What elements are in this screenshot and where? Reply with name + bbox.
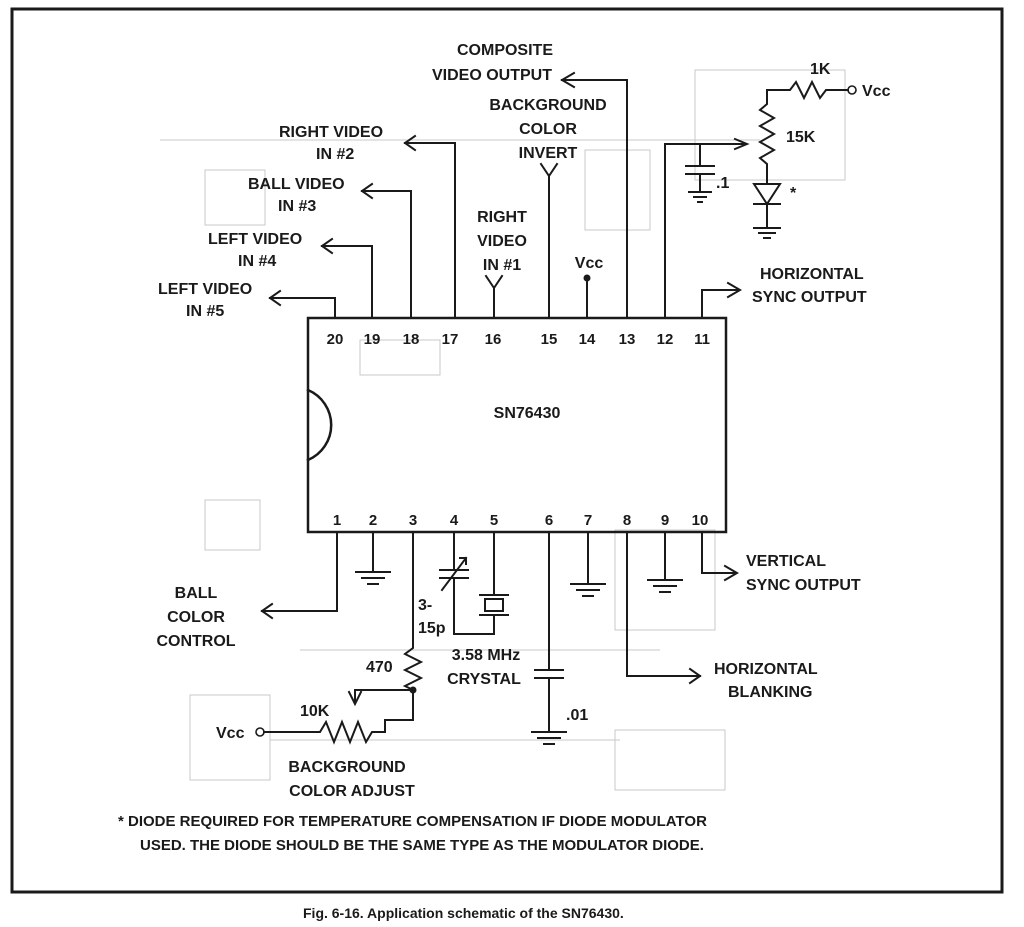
svg-text:CRYSTAL: CRYSTAL: [447, 671, 521, 688]
svg-text:COLOR ADJUST: COLOR ADJUST: [289, 783, 415, 800]
svg-text:BLANKING: BLANKING: [728, 684, 812, 701]
pin-17: 17: [442, 331, 459, 348]
input-right-video-2: RIGHT VIDEO IN #2: [279, 124, 456, 319]
input-left-video-4: LEFT VIDEO IN #4: [208, 231, 373, 319]
input-ball-video-3: BALL VIDEO IN #3: [248, 176, 412, 319]
output-vertical-sync: VERTICAL SYNC OUTPUT: [701, 531, 861, 594]
svg-text:IN #4: IN #4: [238, 253, 276, 270]
figure-frame: [10, 7, 1004, 894]
pin-3: 3: [409, 512, 417, 529]
svg-text:Vcc: Vcc: [862, 83, 891, 100]
svg-text:BALL VIDEO: BALL VIDEO: [248, 176, 345, 193]
pin-11: 11: [694, 331, 710, 348]
svg-text:.01: .01: [566, 707, 588, 724]
ic-sn76430: SN76430: [306, 316, 728, 534]
svg-text:IN #3: IN #3: [278, 198, 316, 215]
pin-15: 15: [541, 331, 558, 348]
pin7-ground: [570, 531, 606, 597]
pin-19: 19: [364, 331, 381, 348]
svg-text:Vcc: Vcc: [216, 725, 245, 742]
input-ball-color-control: BALL COLOR CONTROL: [156, 531, 338, 650]
svg-text:IN #1: IN #1: [483, 257, 521, 274]
pin2-ground: [355, 531, 391, 585]
pin-8: 8: [623, 512, 631, 529]
crystal-oscillator: 3- 15p 3.58 MHz CRYSTAL: [418, 531, 521, 688]
svg-text:15p: 15p: [418, 620, 446, 637]
svg-text:SYNC OUTPUT: SYNC OUTPUT: [746, 577, 861, 594]
svg-text:3-: 3-: [418, 597, 432, 614]
pin9-ground: [647, 531, 683, 593]
pin6-capacitor: .01: [531, 531, 588, 745]
bias-network: .1 15K 1K Vcc *: [664, 61, 891, 319]
pin14-vcc: Vcc: [575, 255, 604, 319]
svg-text:* DIODE REQUIRED FOR TEMPERATU: * DIODE REQUIRED FOR TEMPERATURE COMPENS…: [118, 813, 707, 830]
pin-9: 9: [661, 512, 669, 529]
svg-text:BACKGROUND: BACKGROUND: [288, 759, 405, 776]
svg-text:LEFT VIDEO: LEFT VIDEO: [208, 231, 302, 248]
pin-13: 13: [619, 331, 636, 348]
pin-1: 1: [333, 512, 341, 529]
pin-18: 18: [403, 331, 420, 348]
svg-text:RIGHT: RIGHT: [477, 209, 527, 226]
svg-text:VERTICAL: VERTICAL: [746, 553, 826, 570]
pin-numbers: 20 19 18 17 16 15 14 13 12 11 1 2 3 4 5 …: [327, 331, 710, 529]
svg-text:COLOR: COLOR: [519, 121, 577, 138]
svg-text:HORIZONTAL: HORIZONTAL: [714, 661, 818, 678]
input-background-color-invert: BACKGROUND COLOR INVERT: [489, 97, 607, 319]
pin-4: 4: [450, 512, 459, 529]
input-left-video-5: LEFT VIDEO IN #5: [158, 281, 336, 320]
pin-16: 16: [485, 331, 502, 348]
svg-text:COLOR: COLOR: [167, 609, 225, 626]
pin-6: 6: [545, 512, 553, 529]
svg-text:USED. THE DIODE SHOULD BE THE: USED. THE DIODE SHOULD BE THE SAME TYPE …: [140, 837, 704, 854]
output-composite-video: COMPOSITE VIDEO OUTPUT: [432, 42, 628, 319]
svg-text:470: 470: [366, 659, 393, 676]
svg-text:*: *: [790, 185, 797, 202]
svg-text:COMPOSITE: COMPOSITE: [457, 42, 553, 59]
svg-text:LEFT VIDEO: LEFT VIDEO: [158, 281, 252, 298]
svg-text:BACKGROUND: BACKGROUND: [489, 97, 606, 114]
svg-text:SYNC OUTPUT: SYNC OUTPUT: [752, 289, 867, 306]
bleed-through: [160, 69, 846, 791]
svg-text:BALL: BALL: [175, 585, 218, 602]
svg-text:VIDEO OUTPUT: VIDEO OUTPUT: [432, 67, 552, 84]
chip-name: SN76430: [494, 405, 561, 422]
svg-text:3.58 MHz: 3.58 MHz: [452, 647, 520, 664]
pin-10: 10: [692, 512, 709, 529]
diode-footnote: * DIODE REQUIRED FOR TEMPERATURE COMPENS…: [118, 813, 707, 854]
svg-text:VIDEO: VIDEO: [477, 233, 527, 250]
pin-5: 5: [490, 512, 498, 529]
pin-14: 14: [579, 331, 596, 348]
svg-text:Vcc: Vcc: [575, 255, 604, 272]
input-right-video-1: RIGHT VIDEO IN #1: [477, 209, 527, 319]
input-horizontal-blanking: HORIZONTAL BLANKING: [626, 531, 818, 701]
svg-text:HORIZONTAL: HORIZONTAL: [760, 266, 864, 283]
svg-text:INVERT: INVERT: [519, 145, 578, 162]
pin-20: 20: [327, 331, 344, 348]
pin-12: 12: [657, 331, 674, 348]
svg-text:10K: 10K: [300, 703, 330, 720]
pin-7: 7: [584, 512, 592, 529]
output-horizontal-sync: HORIZONTAL SYNC OUTPUT: [701, 266, 867, 319]
svg-text:RIGHT VIDEO: RIGHT VIDEO: [279, 124, 383, 141]
background-color-adjust: 470 10K Vcc BACKGROUND COLOR ADJUST: [216, 531, 424, 800]
svg-text:.1: .1: [716, 175, 729, 192]
svg-text:15K: 15K: [786, 129, 816, 146]
svg-text:CONTROL: CONTROL: [156, 633, 235, 650]
svg-text:IN #5: IN #5: [186, 303, 224, 320]
svg-text:1K: 1K: [810, 61, 831, 78]
figure-caption: Fig. 6-16. Application schematic of the …: [303, 905, 624, 921]
pin-2: 2: [369, 512, 377, 529]
svg-text:IN #2: IN #2: [316, 146, 354, 163]
